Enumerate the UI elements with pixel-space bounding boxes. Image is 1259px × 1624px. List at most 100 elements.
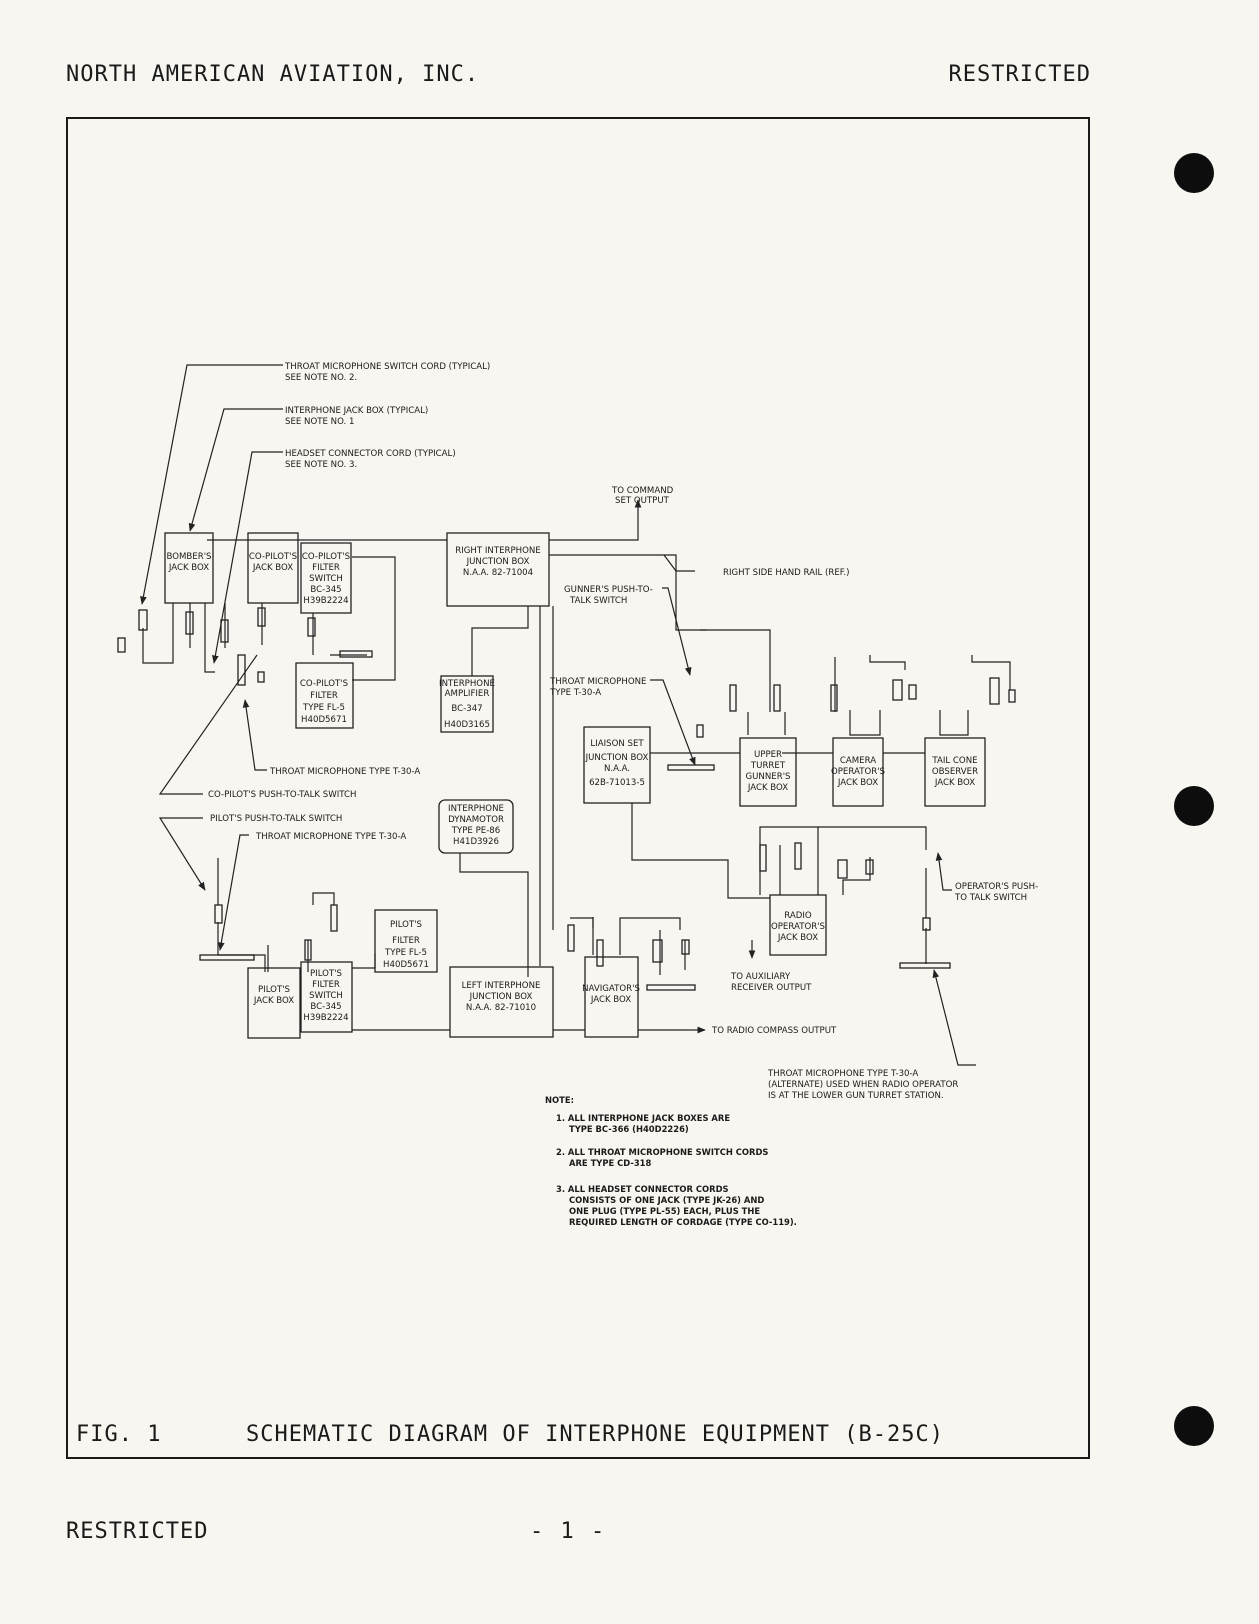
notes-heading: NOTE: (545, 1095, 574, 1105)
callout-headset-cord-1: HEADSET CONNECTOR CORD (TYPICAL) (285, 449, 456, 459)
callout-throat-mic-right-2: TYPE T-30-A (549, 688, 601, 698)
plug-symbol (652, 939, 663, 963)
callout-headset-cord-2: SEE NOTE NO. 3. (285, 460, 357, 470)
callout-operator-ptt-1: OPERATOR'S PUSH- (955, 882, 1038, 892)
plug-symbol (989, 677, 1000, 705)
callout-jack-box-2: SEE NOTE NO. 1 (285, 417, 354, 427)
copilot-filter-switch-label: SWITCH (309, 574, 343, 584)
plug-symbol (567, 924, 575, 952)
copilot-filter-switch-box (300, 542, 352, 614)
notes-block: NOTE: 1. ALL INTERPHONE JACK BOXES ARE T… (545, 1095, 797, 1227)
left-junction-label: N.A.A. 82-71010 (466, 1003, 536, 1013)
tail-cone-observer-jack-box (924, 737, 986, 807)
callout-throat-mic-right-1: THROAT MICROPHONE (549, 677, 646, 687)
pilot-jack-box (247, 967, 301, 1039)
copilot-jack-box (247, 532, 299, 604)
dynamotor-label: INTERPHONE (448, 804, 504, 814)
callout-pilot-ptt: PILOT'S PUSH-TO-TALK SWITCH (210, 814, 342, 824)
punch-hole-top (1174, 153, 1214, 193)
bomber-jack-label: BOMBER'S (166, 552, 211, 562)
plug-symbol (696, 724, 704, 738)
callout-gunner-ptt-1: GUNNER'S PUSH-TO- (564, 585, 653, 595)
camera-label: JACK BOX (837, 778, 878, 788)
plug-symbol (899, 962, 951, 969)
punch-hole-bottom (1174, 1406, 1214, 1446)
wiring (142, 499, 1011, 1034)
pilot-filter-label: TYPE FL-5 (384, 948, 427, 958)
radio-operator-jack-box (769, 894, 827, 956)
plug-symbol (908, 684, 917, 700)
interphone-dynamotor-box (438, 799, 514, 854)
tail-cone-label: JACK BOX (934, 778, 975, 788)
liaison-label: LIAISON SET (590, 739, 644, 749)
note-2-line-2: ARE TYPE CD-318 (569, 1158, 652, 1168)
radio-operator-label: RADIO (784, 911, 812, 921)
left-junction-label: JUNCTION BOX (469, 992, 533, 1002)
plug-symbol (138, 609, 148, 631)
camera-label: CAMERA (840, 756, 876, 766)
pilot-jack-label: PILOT'S (258, 985, 290, 995)
pilot-filter-switch-label: SWITCH (309, 991, 343, 1001)
callout-operator-ptt-2: TO TALK SWITCH (954, 893, 1027, 903)
callout-command-set-1: TO COMMAND (611, 486, 674, 496)
copilot-filter-switch-label: FILTER (312, 563, 340, 573)
classification-header: RESTRICTED (948, 62, 1091, 87)
callout-copilot-ptt: CO-PILOT'S PUSH-TO-TALK SWITCH (208, 790, 356, 800)
callout-throat-mic-alt-2: (ALTERNATE) USED WHEN RADIO OPERATOR (768, 1080, 958, 1090)
copilot-filter-label: CO-PILOT'S (300, 679, 348, 689)
plug-symbol (199, 954, 255, 961)
plug-symbol (117, 637, 126, 653)
navigator-jack-box (584, 956, 639, 1038)
right-junction-label: N.A.A. 82-71004 (463, 568, 533, 578)
radio-operator-label: JACK BOX (777, 933, 818, 943)
copilot-filter-switch-label: BC-345 (310, 585, 341, 595)
plug-symbols (117, 607, 1016, 991)
copilot-filter-switch-label: CO-PILOT'S (302, 552, 350, 562)
liaison-junction-box (583, 726, 651, 804)
liaison-label: 62B-71013-5 (589, 778, 645, 788)
camera-label: OPERATOR'S (831, 767, 885, 777)
pilot-filter-switch-label: PILOT'S (310, 969, 342, 979)
callout-labels: THROAT MICROPHONE SWITCH CORD (TYPICAL) … (208, 362, 1038, 1101)
note-3-line-2: CONSISTS OF ONE JACK (TYPE JK-26) AND (569, 1195, 764, 1205)
callout-aux-receiver-2: RECEIVER OUTPUT (731, 983, 812, 993)
plug-symbol (892, 679, 903, 701)
plug-symbol (794, 842, 802, 870)
pilot-filter-label: H40D5671 (383, 960, 429, 970)
tail-cone-label: OBSERVER (932, 767, 978, 777)
plug-symbol (307, 617, 316, 637)
figure-number: FIG. 1 (76, 1422, 162, 1447)
figure-frame (66, 117, 1090, 1459)
amplifier-label: BC-347 (451, 704, 482, 714)
plug-symbol (1008, 689, 1016, 703)
plug-symbol (646, 984, 696, 991)
upper-turret-label: UPPER (754, 750, 782, 760)
component-boxes (164, 532, 986, 1039)
dynamotor-label: DYNAMOTOR (448, 815, 504, 825)
note-3-line-3: ONE PLUG (TYPE PL-55) EACH, PLUS THE (569, 1206, 760, 1216)
pilot-filter-label: FILTER (392, 936, 420, 946)
footer-classification: RESTRICTED (66, 1519, 209, 1544)
copilot-filter-label: TYPE FL-5 (302, 703, 345, 713)
plug-symbol (257, 607, 266, 627)
plug-symbol (330, 904, 338, 932)
left-junction-box (449, 966, 554, 1038)
liaison-label: JUNCTION BOX (585, 753, 649, 763)
callout-aux-receiver-1: TO AUXILIARY (730, 972, 791, 982)
note-2-line-1: 2. ALL THROAT MICROPHONE SWITCH CORDS (556, 1147, 768, 1157)
plug-symbol (922, 917, 931, 931)
callout-jack-box-1: INTERPHONE JACK BOX (TYPICAL) (285, 406, 428, 416)
plug-symbol (837, 859, 848, 879)
plug-symbol (729, 684, 737, 712)
callout-throat-cord-2: SEE NOTE NO. 2. (285, 373, 357, 383)
plug-symbol (220, 619, 229, 643)
pilot-filter-label: PILOT'S (390, 920, 422, 930)
callout-throat-mic-alt-3: IS AT THE LOWER GUN TURRET STATION. (768, 1091, 944, 1101)
plug-symbol (596, 939, 604, 967)
copilot-filter-switch-label: H39B2224 (303, 596, 348, 606)
interphone-amplifier-box (440, 675, 494, 733)
callout-throat-mic-alt-1: THROAT MICROPHONE TYPE T-30-A (767, 1069, 918, 1079)
pilot-filter-switch-label: H39B2224 (303, 1013, 348, 1023)
copilot-jack-label: CO-PILOT'S (249, 552, 297, 562)
